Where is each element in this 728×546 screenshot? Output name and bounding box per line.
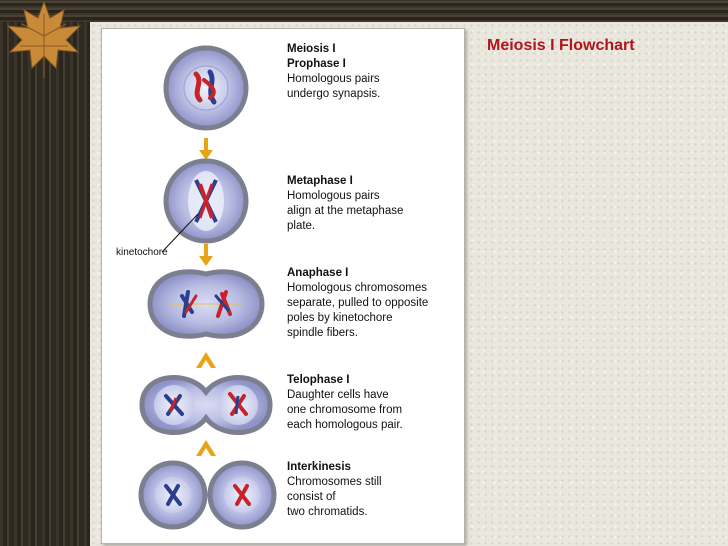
stage-label-metaphase: Metaphase I Homologous pairs align at th… bbox=[287, 174, 403, 234]
stage-name: Anaphase I bbox=[287, 267, 349, 279]
kinetochore-pointer bbox=[161, 213, 199, 253]
stage-desc-line: align at the metaphase bbox=[287, 205, 404, 217]
anaphase-cell bbox=[147, 269, 265, 339]
stage-name: Telophase I bbox=[287, 374, 350, 386]
stage-desc-line: separate, pulled to opposite bbox=[287, 297, 429, 309]
kinetochore-label: kinetochore bbox=[116, 247, 168, 258]
metaphase-cell bbox=[163, 158, 249, 244]
stage-desc-line: Homologous pairs bbox=[287, 73, 380, 85]
stage-desc-line: plate. bbox=[287, 220, 316, 232]
autumn-leaf-icon bbox=[6, 0, 82, 78]
meiosis-heading: Meiosis I bbox=[287, 43, 336, 55]
stage-label-telophase: Telophase I Daughter cells have one chro… bbox=[287, 373, 403, 433]
stage-desc-line: Homologous chromosomes bbox=[287, 282, 427, 294]
stage-label-prophase: Meiosis I Prophase I Homologous pairs un… bbox=[287, 42, 380, 102]
stage-label-interkinesis: Interkinesis Chromosomes still consist o… bbox=[287, 460, 382, 520]
stage-name: Metaphase I bbox=[287, 175, 353, 187]
stage-desc-line: each homologous pair. bbox=[287, 419, 403, 431]
up-chevron-arrow bbox=[196, 440, 216, 456]
wood-border-left bbox=[0, 0, 90, 546]
down-arrow bbox=[199, 244, 213, 266]
stage-desc-line: Chromosomes still bbox=[287, 476, 382, 488]
stage-desc-line: one chromosome from bbox=[287, 404, 403, 416]
telophase-cell bbox=[139, 375, 273, 435]
stage-desc-line: two chromatids. bbox=[287, 506, 368, 518]
slide-title: Meiosis I Flowchart bbox=[487, 37, 635, 54]
down-arrow bbox=[199, 138, 213, 160]
stage-desc-line: Daughter cells have bbox=[287, 389, 389, 401]
interkinesis-cells bbox=[138, 460, 277, 530]
stage-desc-line: poles by kinetochore bbox=[287, 312, 393, 324]
stage-label-anaphase: Anaphase I Homologous chromosomes separa… bbox=[287, 266, 428, 341]
stage-desc-line: Homologous pairs bbox=[287, 190, 380, 202]
prophase-cell bbox=[163, 45, 249, 131]
up-chevron-arrow bbox=[196, 352, 216, 368]
stage-desc-line: spindle fibers. bbox=[287, 327, 358, 339]
wood-border-top bbox=[0, 0, 728, 22]
stage-name: Prophase I bbox=[287, 58, 346, 70]
stage-desc-line: consist of bbox=[287, 491, 336, 503]
stage-name: Interkinesis bbox=[287, 461, 351, 473]
stage-desc-line: undergo synapsis. bbox=[287, 88, 381, 100]
